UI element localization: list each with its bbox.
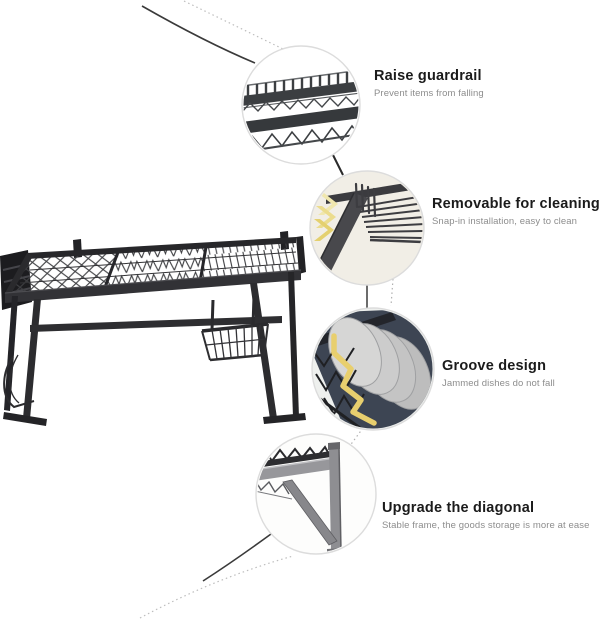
inset-raise-guardrail: [241, 45, 361, 165]
hanging-basket: [201, 295, 269, 362]
feature-callout-diagonal: Upgrade the diagonal Stable frame, the g…: [382, 499, 589, 532]
decorative-swoosh-bottom: [139, 533, 294, 619]
inset-removable-hook: [309, 170, 425, 286]
inset-diagonal-brace: [255, 433, 377, 555]
feature-callout-removable: Removable for cleaning Snap-in installat…: [432, 195, 600, 228]
feature-title: Upgrade the diagonal: [382, 500, 535, 516]
inset-groove-design: [311, 307, 435, 431]
feature-subtitle: Jammed dishes do not fall: [442, 378, 555, 389]
product-dish-rack: [0, 231, 306, 426]
feature-subtitle: Prevent items from falling: [374, 88, 484, 99]
feature-callout-groove: Groove design Jammed dishes do not fall: [442, 357, 555, 390]
callout-connectors: [332, 154, 394, 448]
feature-title: Groove design: [442, 358, 547, 374]
decorative-swoosh-top: [141, 0, 284, 64]
feature-subtitle: Stable frame, the goods storage is more …: [382, 520, 590, 531]
feature-title: Raise guardrail: [374, 68, 482, 84]
feature-callout-raise-guardrail: Raise guardrail Prevent items from falli…: [374, 67, 484, 100]
groove-wire-highlight: [331, 333, 377, 426]
feature-subtitle: Snap-in installation, easy to clean: [432, 216, 578, 227]
feature-title: Removable for cleaning: [432, 196, 600, 212]
snap-direction-chevrons-icon: [314, 193, 338, 241]
